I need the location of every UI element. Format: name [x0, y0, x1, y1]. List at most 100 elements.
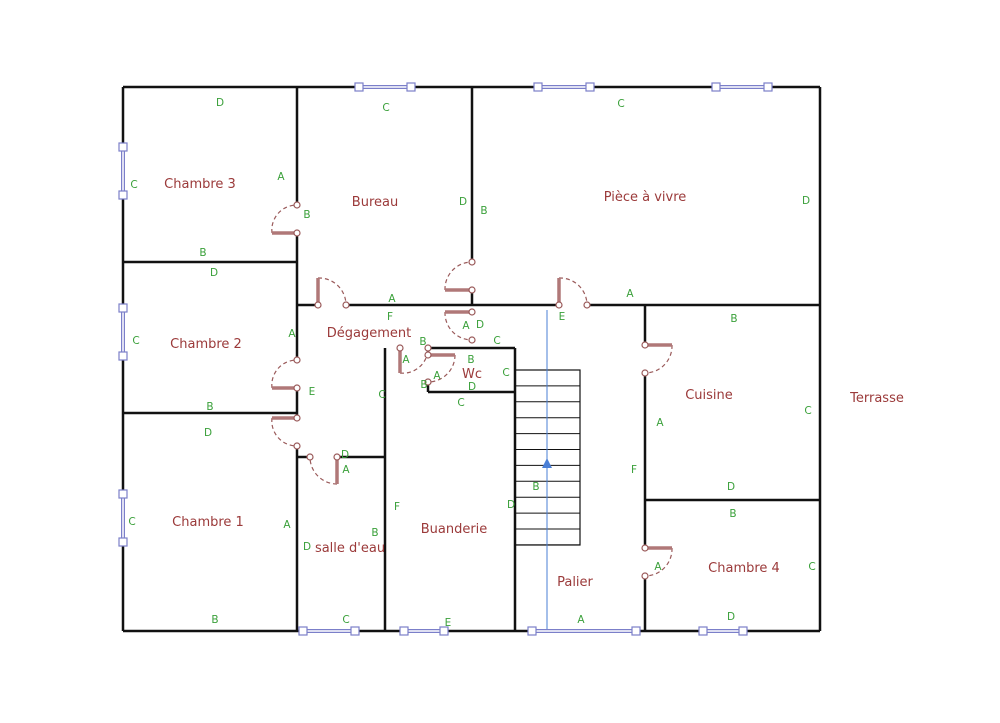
wall-label: D [476, 319, 484, 331]
wall-label: D [459, 196, 467, 208]
door-hinge [424, 351, 432, 359]
wall-label: B [532, 481, 539, 493]
window-frame [118, 351, 128, 361]
room-label: Buanderie [421, 522, 488, 537]
door-swing-arc [271, 204, 298, 234]
wall-label: B [419, 336, 426, 348]
room-label: Terrasse [849, 391, 904, 406]
door-hinge [396, 344, 404, 352]
door-hinge [293, 356, 301, 364]
door-hinge [641, 341, 649, 349]
windows [118, 82, 773, 636]
room-label: Cuisine [685, 388, 733, 403]
wall-label: B [211, 614, 218, 626]
window-frame [527, 626, 537, 636]
wall-label: A [656, 417, 664, 429]
wall-label: D [468, 381, 476, 393]
window-frame [585, 82, 595, 92]
wall-label: C [128, 516, 135, 528]
door-swing-arc [309, 456, 338, 485]
door-hinge [293, 384, 301, 392]
door-hinge [293, 442, 301, 450]
wall-label: C [130, 179, 137, 191]
door-swing-arc [444, 261, 473, 291]
room-label: Wc [462, 367, 482, 382]
doors [271, 201, 673, 580]
wall-label: B [467, 354, 474, 366]
door-swing-arc [271, 417, 298, 447]
door-swing-arc [427, 354, 456, 383]
wall-label: A [626, 288, 634, 300]
wall-label: A [402, 354, 410, 366]
window-frame [118, 537, 128, 547]
wall-label: D [210, 267, 218, 279]
room-label: Palier [557, 575, 593, 590]
wall-label: A [277, 171, 285, 183]
door-swing-arc [644, 547, 673, 577]
wall-label: E [309, 386, 316, 398]
window-frame [698, 626, 708, 636]
door-hinge [641, 369, 649, 377]
wall-label: E [559, 311, 566, 323]
door-swing-arc [317, 277, 347, 306]
wall-label: C [342, 614, 349, 626]
wall-label: B [303, 209, 310, 221]
door-hinge [555, 301, 563, 309]
window-frame [631, 626, 641, 636]
door-hinge [468, 308, 476, 316]
room-label: Chambre 2 [170, 337, 242, 352]
staircase [514, 310, 581, 631]
door-hinge [641, 544, 649, 552]
window-frame [118, 303, 128, 313]
wall-label: D [727, 481, 735, 493]
wall-label: A [462, 320, 470, 332]
wall-label: F [394, 501, 400, 513]
wall-label: A [388, 293, 396, 305]
wall-label: C [493, 335, 500, 347]
room-label: Chambre 4 [708, 561, 780, 576]
door-hinge [583, 301, 591, 309]
door-hinge [293, 229, 301, 237]
window-frame [406, 82, 416, 92]
door-hinge [468, 258, 476, 266]
wall-label: C [502, 367, 509, 379]
wall-label: F [631, 464, 637, 476]
window-frame [118, 489, 128, 499]
wall-label: B [371, 527, 378, 539]
wall-label: D [507, 499, 515, 511]
wall-label: A [342, 464, 350, 476]
wall-label: C [132, 335, 139, 347]
door-hinge [641, 572, 649, 580]
wall-label: D [303, 541, 311, 553]
door-hinge [333, 453, 341, 461]
window-frame [354, 82, 364, 92]
wall-label: D [341, 449, 349, 461]
room-label: salle d'eau [315, 541, 385, 556]
door-swing-arc [271, 359, 298, 389]
wall-label: B [729, 508, 736, 520]
window-frame [298, 626, 308, 636]
wall-label: D [802, 195, 810, 207]
wall-label: C [457, 397, 464, 409]
room-label: Pièce à vivre [604, 190, 687, 205]
door-swing-arc [644, 344, 673, 374]
door-hinge [293, 414, 301, 422]
wall-label: B [730, 313, 737, 325]
door-hinge [468, 336, 476, 344]
window-frame [533, 82, 543, 92]
door-hinge [468, 286, 476, 294]
room-label: Chambre 1 [172, 515, 244, 530]
room-label: Dégagement [327, 326, 411, 341]
wall-label: C [808, 561, 815, 573]
door-hinge [424, 378, 432, 386]
wall-label: A [577, 614, 585, 626]
wall-label: C [617, 98, 624, 110]
wall-label: B [480, 205, 487, 217]
wall-label: E [445, 617, 452, 629]
wall-label: F [387, 311, 393, 323]
wall-label: A [283, 519, 291, 531]
door-hinge [293, 201, 301, 209]
